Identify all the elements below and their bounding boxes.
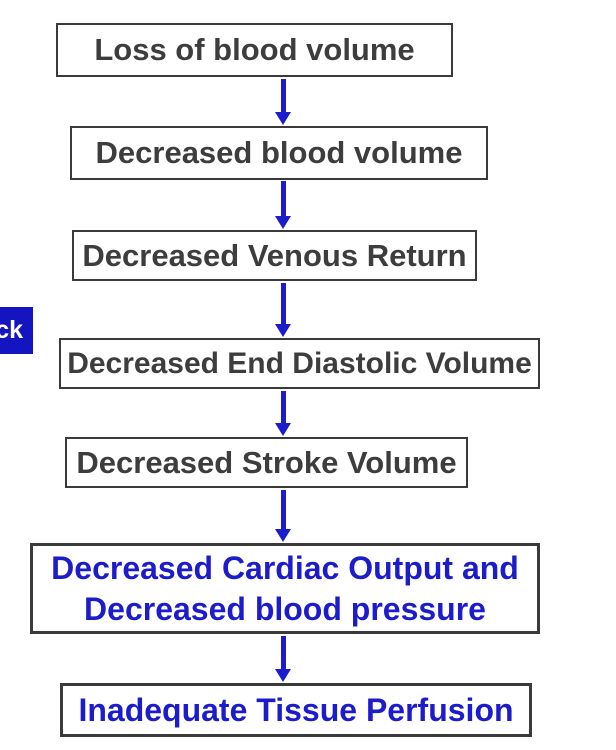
down-arrow-shaft bbox=[281, 391, 286, 424]
shock-side-tab: ck bbox=[0, 307, 33, 354]
down-arrow-icon bbox=[275, 423, 291, 436]
flow-box-decreased-blood-volume: Decreased blood volume bbox=[70, 126, 488, 180]
down-arrow-shaft bbox=[281, 181, 286, 217]
down-arrow-shaft bbox=[281, 490, 286, 530]
down-arrow-shaft bbox=[281, 79, 286, 113]
down-arrow-icon bbox=[275, 669, 291, 682]
down-arrow-shaft bbox=[281, 283, 286, 325]
down-arrow-icon bbox=[275, 324, 291, 337]
down-arrow-icon bbox=[275, 112, 291, 125]
down-arrow-icon bbox=[275, 216, 291, 229]
flow-box-decreased-venous-return: Decreased Venous Return bbox=[72, 230, 477, 281]
flow-box-loss-of-blood-volume: Loss of blood volume bbox=[56, 23, 453, 77]
flow-box-decreased-end-diastolic-volume: Decreased End Diastolic Volume bbox=[59, 338, 540, 389]
down-arrow-shaft bbox=[281, 636, 286, 670]
flow-box-decreased-cardiac-output-blood-pressure: Decreased Cardiac Output and Decreased b… bbox=[30, 543, 540, 634]
flow-box-inadequate-tissue-perfusion: Inadequate Tissue Perfusion bbox=[60, 683, 532, 737]
down-arrow-icon bbox=[275, 529, 291, 542]
flow-box-decreased-stroke-volume: Decreased Stroke Volume bbox=[65, 437, 468, 488]
